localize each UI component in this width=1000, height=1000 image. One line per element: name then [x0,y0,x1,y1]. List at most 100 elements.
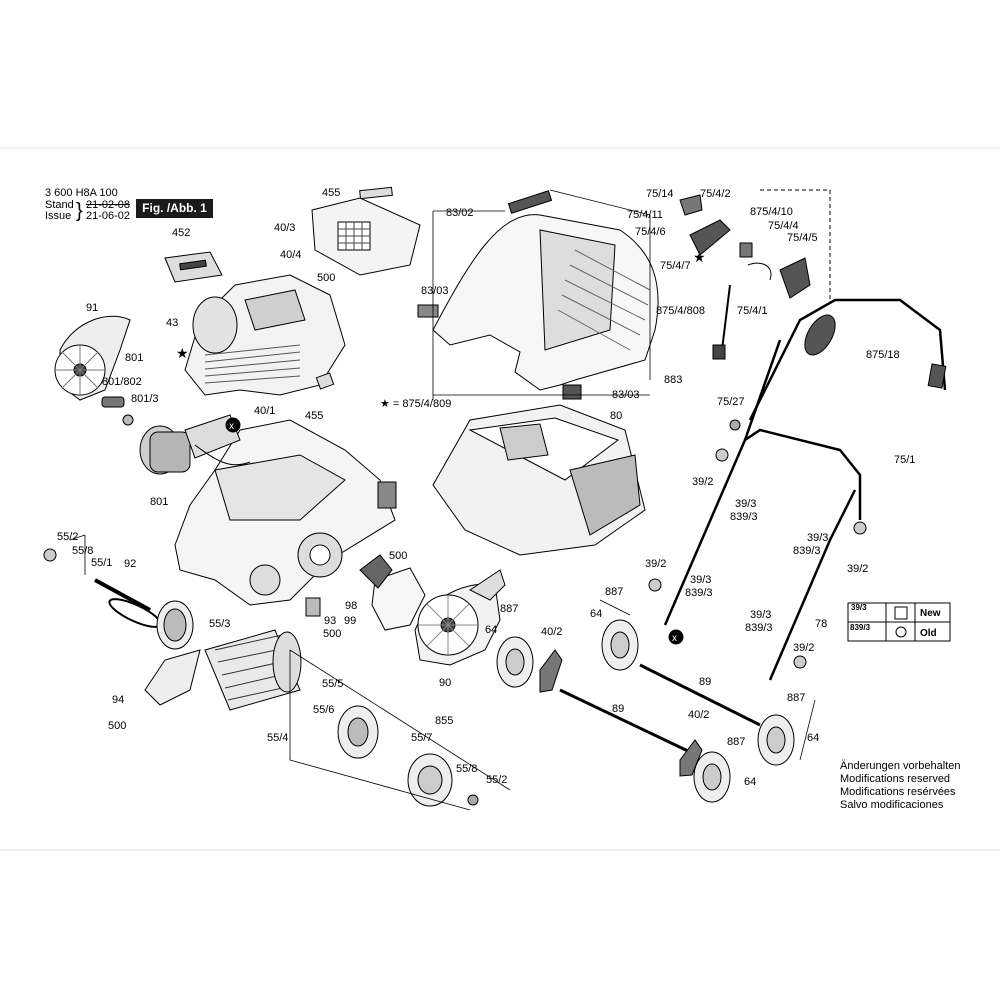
axle-rear [639,663,761,727]
callout-c392a: 39/2 [692,476,713,488]
callout-c887b: 887 [605,586,623,598]
legend-code-new: 39/3 [851,603,867,612]
callout-c551: 55/1 [91,557,112,569]
scarifier-roller [204,629,302,711]
lever-part [305,597,321,617]
callout-c64d: 64 [744,776,756,788]
bearing-flange-1 [337,705,379,759]
plate-part [371,567,426,631]
callout-c554: 55/4 [267,732,288,744]
legend-code-old: 839/3 [850,623,871,632]
modification-note-en: Modifications reserved [840,773,951,785]
callout-c8303b: 83/03 [612,389,640,401]
badge-part [164,251,223,283]
height-adjuster-1 [539,649,563,693]
old-symbol-circle [895,626,907,638]
callout-c64c: 64 [807,732,819,744]
callout-c89b: 89 [612,703,624,715]
callout-c7541: 75/4/1 [737,305,768,317]
callout-c801802: 801/802 [102,376,142,388]
end-cap [467,794,479,806]
callout-c8393b: 839/3 [793,545,821,557]
callout-c500c: 500 [323,628,341,640]
modification-note-de: Änderungen vorbehalten [840,760,961,772]
callout-c7514: 75/14 [646,188,674,200]
svg-text:★: ★ [693,249,706,265]
bracket-part [359,554,393,589]
grass-box [432,404,646,556]
callout-c87518: 875/18 [866,349,900,361]
axle-front [559,688,691,754]
callout-c8393c: 839/3 [685,587,713,599]
callout-c94: 94 [112,694,124,706]
callout-c80: 80 [610,410,622,422]
callout-c8393a: 839/3 [730,511,758,523]
callout-c801b: 801 [150,496,168,508]
callout-c393c: 39/3 [690,574,711,586]
callout-c8393d: 839/3 [745,622,773,634]
chassis [174,419,397,606]
rear-lid [311,197,421,276]
callout-c43: 43 [166,317,178,329]
callout-c404: 40/4 [280,249,301,261]
callout-c92: 92 [124,558,136,570]
callout-c8754808: 875/4/808 [656,305,705,317]
flap-part [359,186,393,200]
callout-c90: 90 [439,677,451,689]
callout-c7542: 75/4/2 [700,188,731,200]
callout-c393b: 39/3 [807,532,828,544]
height-adjuster-2 [679,739,703,777]
stand-label: Stand [45,199,74,211]
svg-text:★: ★ [176,345,189,361]
switch-box [679,194,811,360]
callout-c887d: 887 [727,736,745,748]
callout-c500d: 500 [108,720,126,732]
callout-c64b: 64 [590,608,602,620]
callout-c452: 452 [172,227,190,239]
roller-support [144,649,201,706]
grass-box-cover [417,190,659,400]
callout-c87541: 875/4/10 [750,206,793,218]
callout-c7544: 75/4/4 [768,220,799,232]
callout-c7547: 75/4/7 [660,260,691,272]
legend-table: 39/3 839/3 New Old [847,602,951,642]
callout-c455b: 455 [305,410,323,422]
svg-text:x: x [229,421,234,432]
callout-c552b: 55/2 [486,774,507,786]
callout-c7546: 75/4/6 [635,226,666,238]
callout-c91: 91 [86,302,98,314]
roller-shaft [94,578,151,612]
brace-glyph: } [76,200,83,222]
callout-c99: 99 [344,615,356,627]
modification-note-es: Salvo modificaciones [840,799,944,811]
callout-c855: 855 [435,715,453,727]
callout-c552a: 55/2 [57,531,78,543]
stand-date: 21-02-08 [86,199,131,211]
callout-c555: 55/5 [322,678,343,690]
callout-c557: 55/7 [411,732,432,744]
callout-c751: 75/1 [894,454,915,466]
callout-c558b: 55/8 [456,763,477,775]
callout-c64a: 64 [485,624,497,636]
callout-c98: 98 [345,600,357,612]
callout-c556: 55/6 [313,704,334,716]
callout-c93: 93 [324,615,336,627]
callout-c402b: 40/2 [688,709,709,721]
svg-text:x: x [672,633,677,644]
callout-c7545: 75/4/5 [787,232,818,244]
star-note: ★ = 875/4/809 [380,398,451,410]
callout-c553: 55/3 [209,618,230,630]
belt-cover [414,569,506,666]
callout-c8302: 83/02 [446,207,474,219]
legend-desc-new: New [920,608,941,619]
issue-date: 21-06-02 [86,210,131,222]
wheel-rear-right [757,714,795,766]
callout-c392b: 39/2 [847,563,868,575]
wheel-front-left [496,636,534,688]
fan-cover [54,315,131,401]
callout-c883: 883 [664,374,682,386]
callout-c393d: 39/3 [750,609,771,621]
callout-c403: 40/3 [274,222,295,234]
